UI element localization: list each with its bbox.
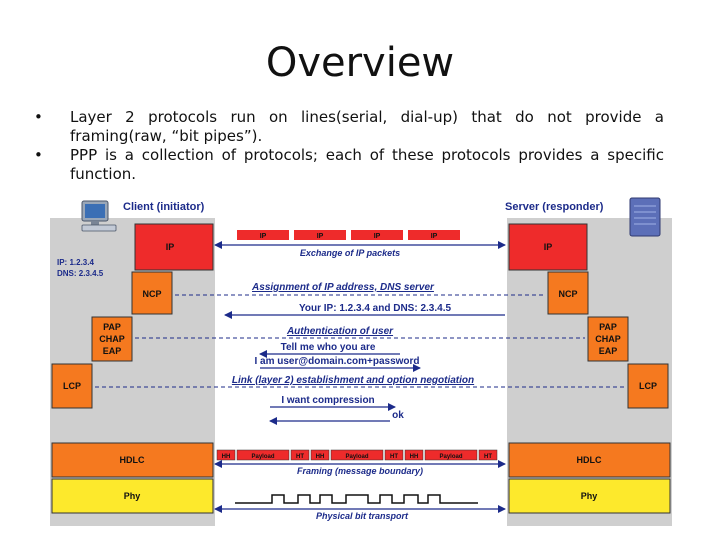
authentication-label: Authentication of user [286, 326, 394, 337]
server-icon [629, 197, 661, 237]
ok-label: ok [392, 410, 404, 421]
physical-label: Physical bit transport [316, 511, 409, 521]
frame-ht: HT [390, 454, 398, 460]
server-lcp-label: LCP [639, 381, 657, 391]
want-compression-label: I want compression [281, 395, 374, 406]
client-hdlc-label: HDLC [120, 455, 145, 465]
client-phy-layer [51, 478, 214, 514]
bit-waveform [235, 494, 478, 504]
server-ip-label: IP [544, 242, 553, 252]
your-ip-label: Your IP: 1.2.3.4 and DNS: 2.3.4.5 [299, 303, 452, 314]
client-label: Client (initiator) [123, 201, 205, 213]
client-auth-label-chap: CHAP [99, 334, 125, 344]
ip-packet-label: IP [431, 233, 438, 240]
client-lcp-label: LCP [63, 381, 81, 391]
ip-packet-label: IP [374, 233, 381, 240]
ip-packet-label: IP [317, 233, 324, 240]
frame-hh: HH [222, 454, 231, 460]
frame-payload: Payload [345, 454, 368, 460]
server-auth-label-pap: PAP [599, 322, 617, 332]
bullet-list: Layer 2 protocols run on lines(serial, d… [34, 108, 664, 184]
i-am-label: I am user@domain.com+password [254, 356, 419, 367]
client-ncp-label: NCP [142, 289, 161, 299]
client-lcp-layer [51, 363, 93, 409]
server-hdlc-layer [508, 442, 671, 478]
frame-hh: HH [410, 454, 419, 460]
bullet-item: Layer 2 protocols run on lines(serial, d… [34, 108, 664, 146]
server-phy-layer [508, 478, 671, 514]
server-hdlc-label: HDLC [577, 455, 602, 465]
server-ip-layer [508, 223, 588, 271]
frame-ht: HT [296, 454, 304, 460]
frame-ht: HT [484, 454, 492, 460]
server-ncp-layer [547, 271, 589, 315]
server-label: Server (responder) [505, 201, 604, 213]
frame-payload: Payload [439, 454, 462, 460]
ip-packets [237, 230, 460, 240]
server-phy-label: Phy [581, 491, 598, 501]
client-auth-label-eap: EAP [103, 346, 122, 356]
exchange-label: Exchange of IP packets [300, 248, 400, 258]
server-ncp-label: NCP [558, 289, 577, 299]
tell-me-label: Tell me who you are [281, 342, 376, 353]
client-ip-layer [134, 223, 214, 271]
client-ip-label: IP [166, 242, 175, 252]
slide-title: Overview [265, 40, 455, 86]
bullet-item: PPP is a collection of protocols; each o… [34, 146, 664, 184]
link-label: Link (layer 2) establishment and option … [232, 375, 474, 386]
server-lcp-layer [627, 363, 669, 409]
ip-packet-label: IP [260, 233, 267, 240]
client-hdlc-layer [51, 442, 214, 478]
computer-icon [81, 200, 117, 232]
client-auth-label-pap: PAP [103, 322, 121, 332]
client-ip-address: IP: 1.2.3.4 [57, 258, 94, 267]
server-auth-label-eap: EAP [599, 346, 618, 356]
server-auth-label-chap: CHAP [595, 334, 621, 344]
client-phy-label: Phy [124, 491, 141, 501]
client-ncp-layer [131, 271, 173, 315]
server-auth-layer [587, 316, 629, 362]
client-auth-layer [91, 316, 133, 362]
framing-label: Framing (message boundary) [297, 466, 423, 476]
frame-hh: HH [316, 454, 325, 460]
client-dns-address: DNS: 2.3.4.5 [57, 269, 104, 278]
frame-payload: Payload [251, 454, 274, 460]
assignment-label: Assignment of IP address, DNS server [251, 282, 435, 293]
